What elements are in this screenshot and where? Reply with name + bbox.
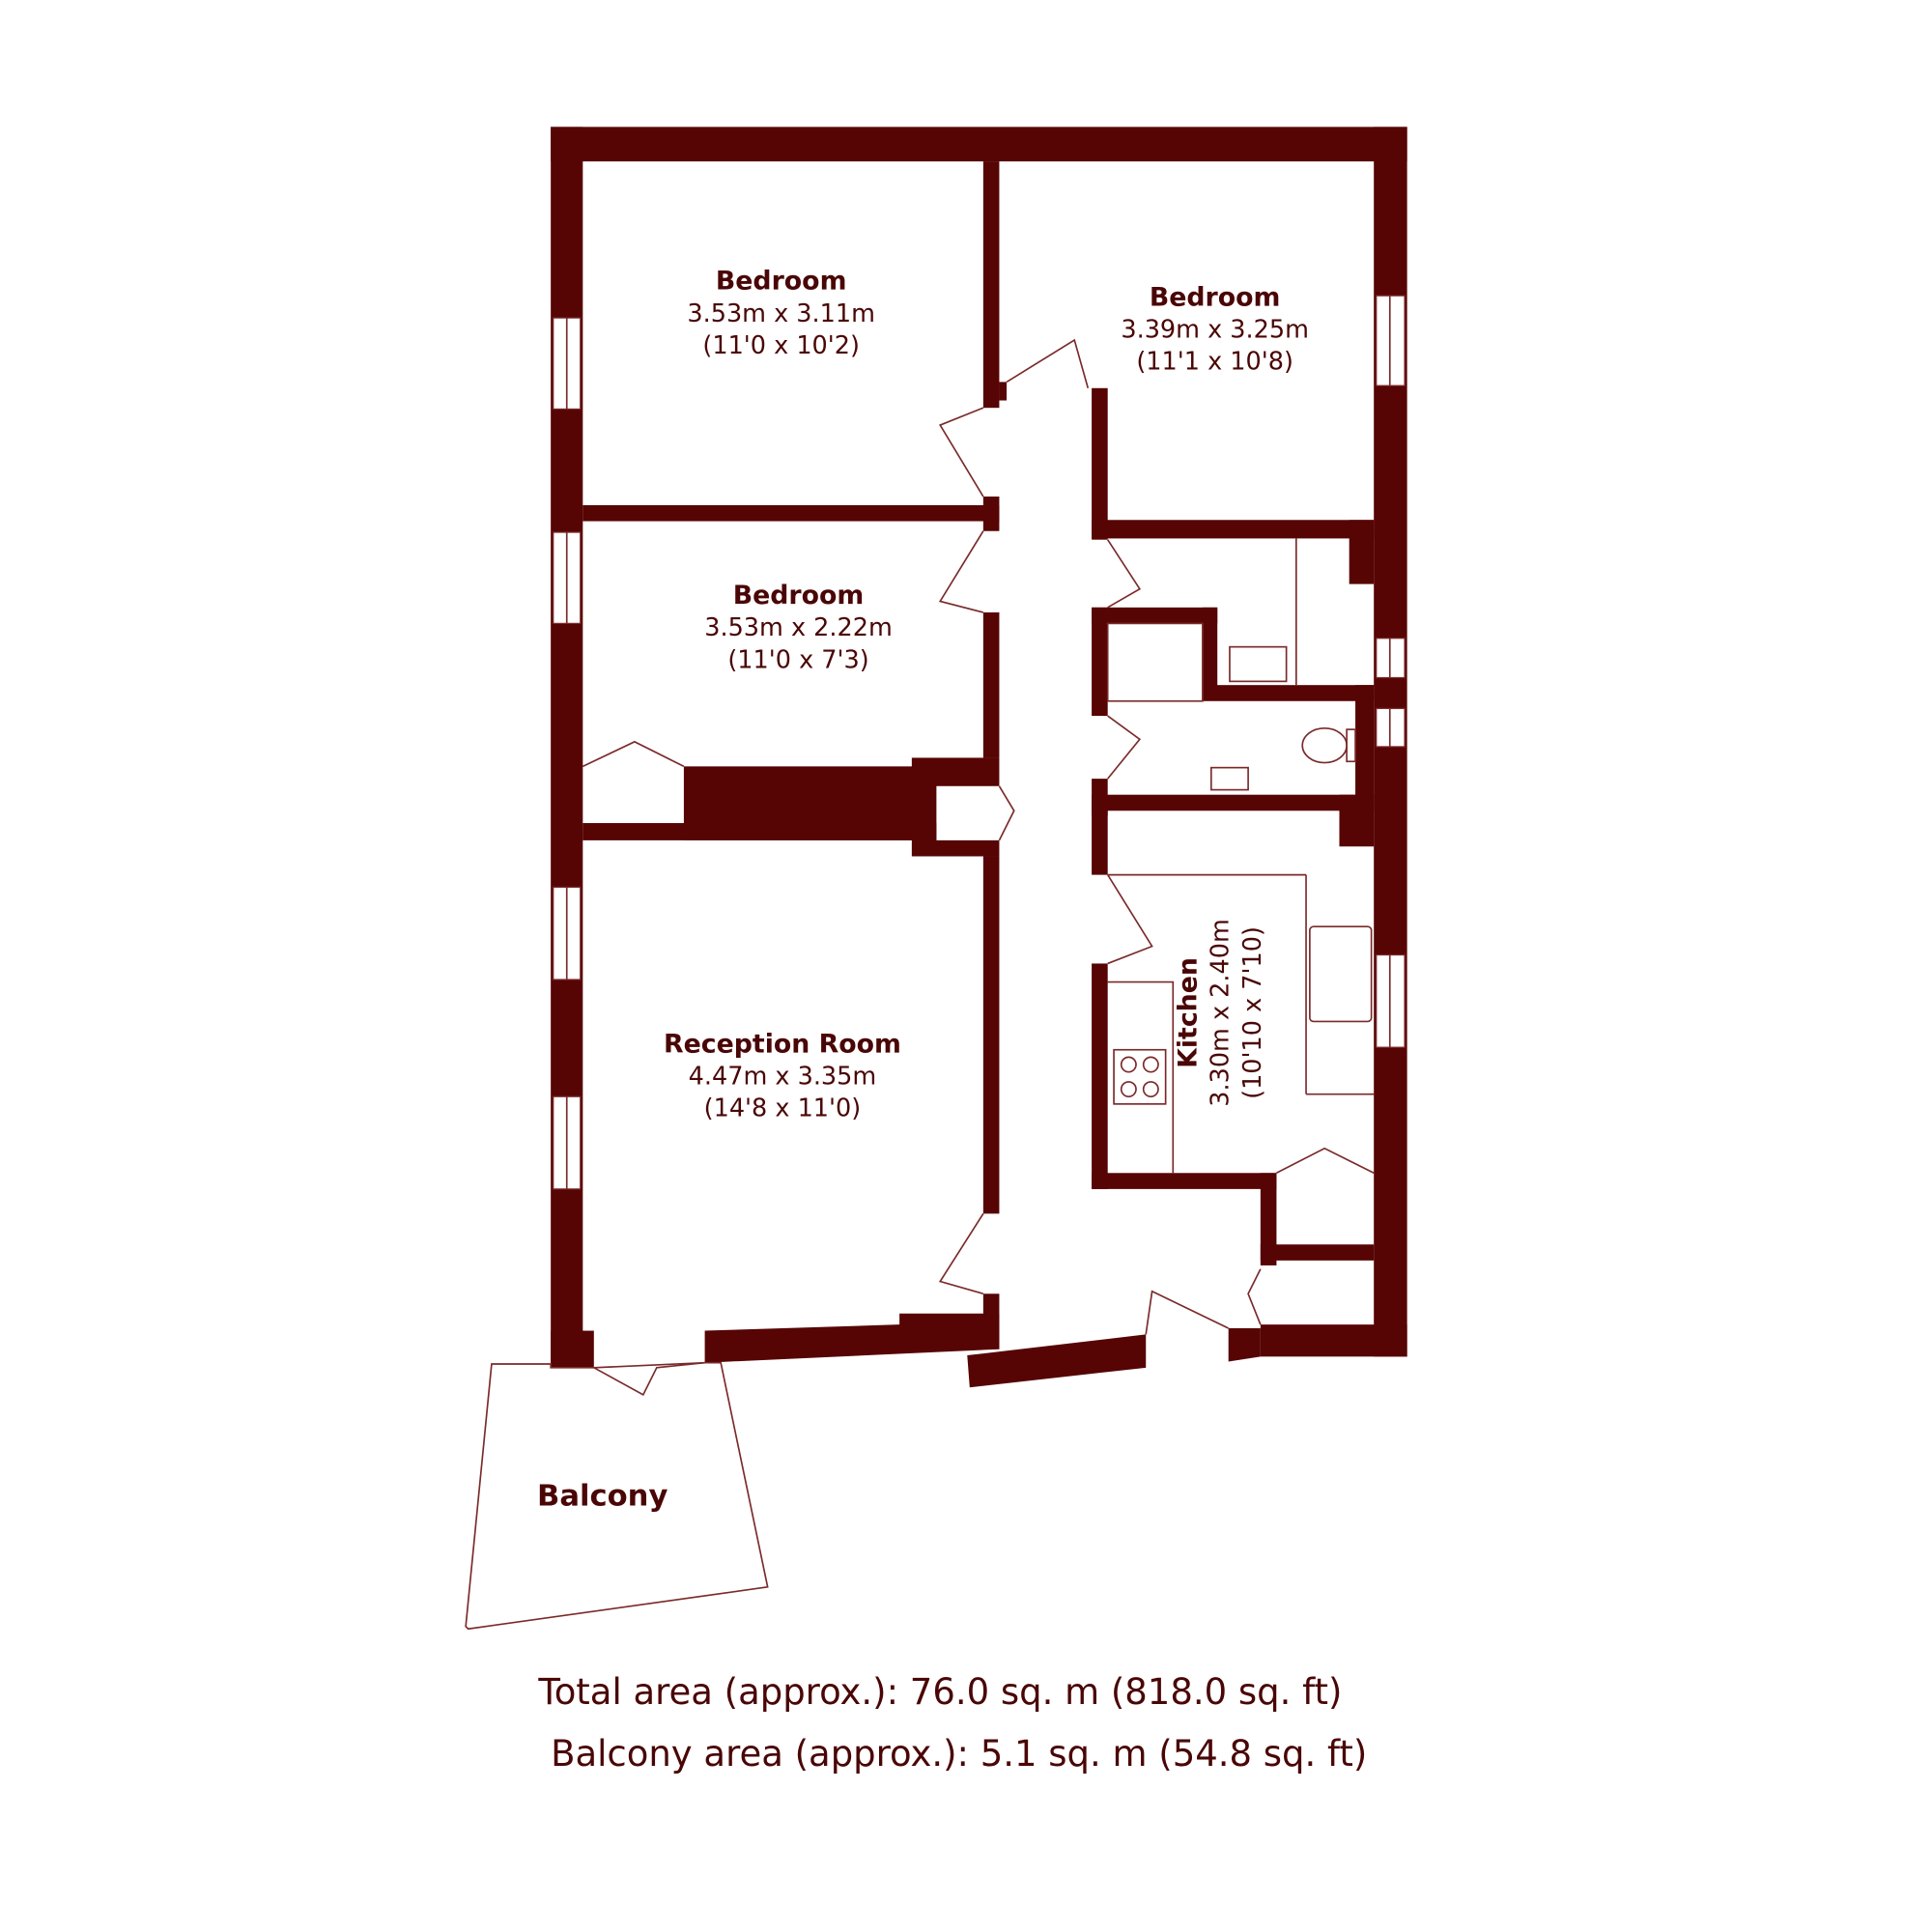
room-name: Kitchen <box>1174 957 1204 1068</box>
fixtures <box>465 538 1375 1631</box>
total-area: Total area (approx.): 76.0 sq. m (818.0 … <box>537 1671 1342 1713</box>
room-size-metric: 4.47m x 3.35m <box>689 1062 877 1091</box>
room-name: Bedroom <box>716 267 847 297</box>
room-size-imperial: (10'10 x 7'10) <box>1238 926 1267 1099</box>
doors <box>582 338 1375 1397</box>
room-kitchen: Kitchen 3.30m x 2.40m (10'10 x 7'10) <box>1174 919 1267 1107</box>
room-size-imperial: (11'1 x 10'8) <box>1136 348 1293 377</box>
room-size-imperial: (11'0 x 7'3) <box>727 645 868 674</box>
balcony-area: Balcony area (approx.): 5.1 sq. m (54.8 … <box>551 1733 1367 1775</box>
room-size-metric: 3.53m x 3.11m <box>687 299 875 328</box>
room-name: Reception Room <box>664 1029 901 1059</box>
room-bedroom-1: Bedroom 3.53m x 3.11m (11'0 x 10'2) <box>687 267 875 360</box>
room-size-metric: 3.53m x 2.22m <box>704 613 893 642</box>
room-bedroom-3: Bedroom 3.53m x 2.22m (11'0 x 7'3) <box>704 581 893 674</box>
room-name: Bedroom <box>733 581 865 611</box>
room-balcony-name: Balcony <box>537 1480 668 1514</box>
room-size-imperial: (14'8 x 11'0) <box>704 1094 862 1123</box>
room-reception: Reception Room 4.47m x 3.35m (14'8 x 11'… <box>664 1029 901 1122</box>
room-size-metric: 3.30m x 2.40m <box>1207 919 1236 1107</box>
room-size-imperial: (11'0 x 10'2) <box>702 331 860 360</box>
room-name: Bedroom <box>1150 282 1281 312</box>
room-size-metric: 3.39m x 3.25m <box>1121 315 1309 344</box>
room-bedroom-2: Bedroom 3.39m x 3.25m (11'1 x 10'8) <box>1121 282 1309 376</box>
windows <box>553 295 1406 1190</box>
